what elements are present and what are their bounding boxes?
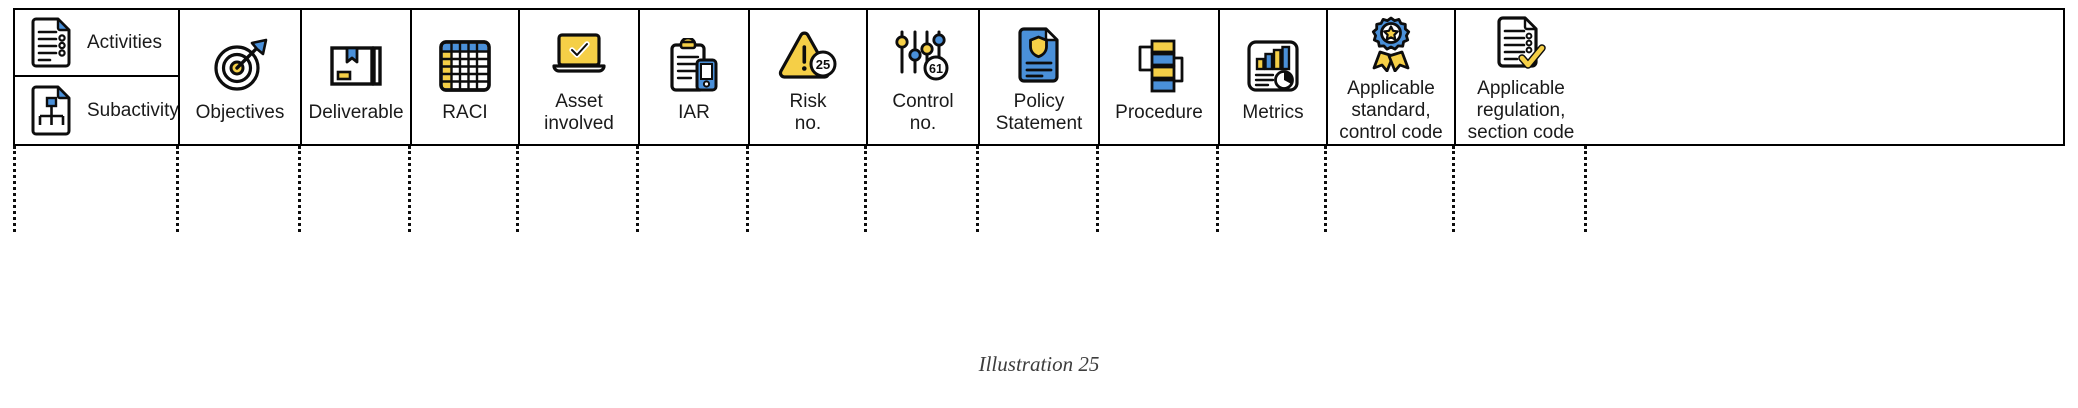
dot-divider bbox=[976, 146, 979, 232]
dot-divider bbox=[13, 146, 16, 232]
grid-matrix-icon bbox=[438, 36, 492, 96]
dot-divider bbox=[176, 146, 179, 232]
column-activities-subactivity: Activities bbox=[15, 10, 179, 144]
column-label: Asset involved bbox=[544, 91, 614, 134]
package-box-icon bbox=[328, 36, 384, 96]
dot-divider bbox=[636, 146, 639, 232]
control-badge-number: 61 bbox=[929, 62, 943, 76]
dot-divider bbox=[1216, 146, 1219, 232]
document-checkmark-icon bbox=[1494, 16, 1548, 72]
dot-divider bbox=[746, 146, 749, 232]
column-applicable-standard[interactable]: Applicable standard, control code bbox=[1326, 10, 1454, 144]
column-raci[interactable]: RACI bbox=[410, 10, 518, 144]
column-label: Risk no. bbox=[789, 91, 827, 134]
column-deliverable[interactable]: Deliverable bbox=[300, 10, 410, 144]
column-asset-involved[interactable]: Asset involved bbox=[518, 10, 638, 144]
dot-divider bbox=[408, 146, 411, 232]
cell-subactivity[interactable]: Subactivity bbox=[15, 77, 179, 144]
document-list-icon bbox=[29, 17, 73, 69]
document-org-chart-icon bbox=[29, 85, 73, 137]
sliders-61-icon: 61 bbox=[894, 25, 952, 85]
target-dart-icon bbox=[211, 36, 269, 96]
column-metrics[interactable]: Metrics bbox=[1218, 10, 1326, 144]
column-label: Applicable regulation, section code bbox=[1467, 78, 1575, 144]
bar-chart-pie-icon bbox=[1246, 36, 1300, 96]
column-applicable-regulation[interactable]: Applicable regulation, section code bbox=[1454, 10, 1586, 144]
clipboard-phone-icon bbox=[667, 36, 721, 96]
dot-divider bbox=[1324, 146, 1327, 232]
award-ribbon-icon bbox=[1364, 16, 1418, 73]
column-label: Applicable standard, control code bbox=[1339, 78, 1443, 144]
framework-table: Activities bbox=[13, 8, 2065, 232]
column-risk-no[interactable]: 25 Risk no. bbox=[748, 10, 866, 144]
laptop-check-icon bbox=[550, 25, 608, 85]
dot-divider bbox=[1452, 146, 1455, 232]
flowchart-icon bbox=[1130, 36, 1188, 96]
column-control-no[interactable]: 61 Control no. bbox=[866, 10, 978, 144]
warning-triangle-25-icon: 25 bbox=[778, 25, 838, 85]
table-continuation-dots bbox=[13, 146, 2065, 232]
dot-divider bbox=[1096, 146, 1099, 232]
figure-caption: Illustration 25 bbox=[978, 352, 1100, 376]
document-shield-icon bbox=[1015, 25, 1063, 85]
dot-divider bbox=[298, 146, 301, 232]
table-header-row: Activities bbox=[13, 8, 2065, 146]
column-label: Deliverable bbox=[308, 102, 404, 124]
column-label: Policy Statement bbox=[995, 91, 1083, 134]
cell-activities[interactable]: Activities bbox=[15, 10, 178, 77]
risk-badge-number: 25 bbox=[816, 57, 830, 72]
dot-divider bbox=[864, 146, 867, 232]
column-policy-statement[interactable]: Policy Statement bbox=[978, 10, 1098, 144]
dot-divider bbox=[516, 146, 519, 232]
column-label: Objectives bbox=[195, 102, 285, 124]
activities-label: Activities bbox=[87, 31, 162, 53]
subactivity-label: Subactivity bbox=[87, 99, 179, 121]
column-procedure[interactable]: Procedure bbox=[1098, 10, 1218, 144]
column-label: Procedure bbox=[1115, 102, 1203, 124]
column-label: RACI bbox=[442, 102, 488, 124]
column-label: Metrics bbox=[1242, 102, 1304, 124]
column-label: IAR bbox=[678, 102, 710, 124]
column-iar[interactable]: IAR bbox=[638, 10, 748, 144]
column-label: Control no. bbox=[892, 91, 954, 134]
dot-divider bbox=[1584, 146, 1587, 232]
column-objectives[interactable]: Objectives bbox=[178, 10, 300, 144]
